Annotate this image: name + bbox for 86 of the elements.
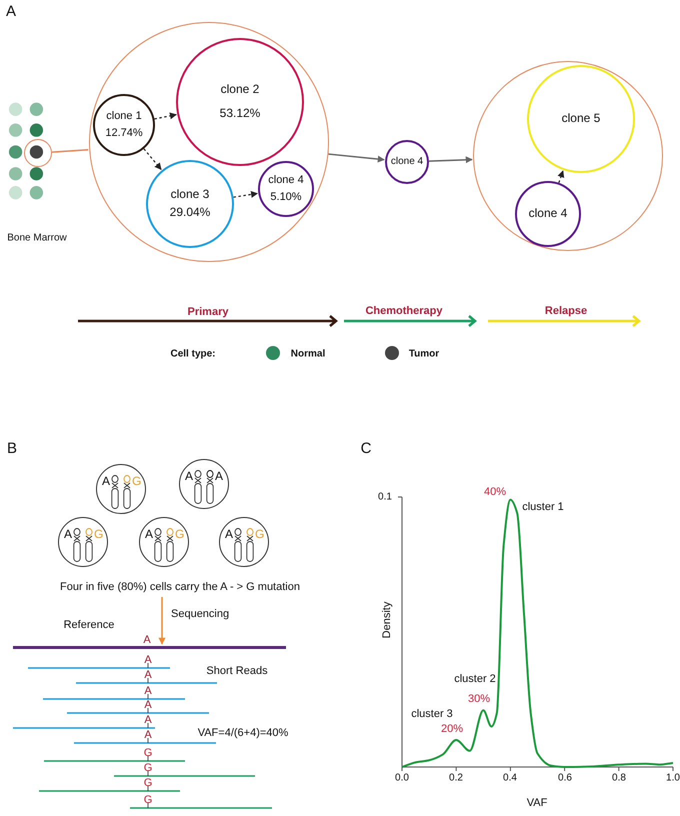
clone-percentage: 53.12% [220,107,260,121]
allele-letter: G [175,528,184,540]
base-letter: G [144,746,152,760]
tick-label: 0.8 [612,772,626,784]
peak-value-label: 30% [468,692,490,706]
clone-circle [527,65,635,173]
highlight-ring [24,139,52,167]
clone-name: clone 4 [268,174,304,187]
clone-name: clone 1 [106,110,142,123]
cell-circle [219,517,269,567]
arrow [158,597,166,645]
allele-letter: A [185,470,194,482]
cell-circle [179,459,229,509]
clone-percentage: 29.04% [170,206,210,220]
caption: Bone Marrow [7,232,67,244]
allele-letter: A [145,528,154,540]
allele-letter: A [64,528,72,540]
panel-letter: B [7,440,17,458]
clone-name: clone 4 [390,156,424,168]
base-letter: A [143,634,151,646]
line-label: Reference [64,618,114,632]
legend-label: Tumor [408,348,440,360]
cluster-label: cluster 1 [522,500,564,514]
allele-letter: G [132,475,142,487]
base-letter: G [144,762,152,774]
phase-label: Relapse [544,304,588,318]
clone-percentage: 12.74% [105,127,143,140]
allele-letter: A [102,475,110,487]
cluster-label: cluster 3 [411,708,453,720]
axis-title: Density [380,602,394,638]
base-letter: A [144,714,152,726]
allele-letter: A [215,470,224,482]
edge-label: Sequencing [170,608,230,620]
description-text: Four in five (80%) cells carry the A - > G mutation [60,581,300,594]
allele-letter: A [225,528,234,540]
clone-percentage: 5.10% [270,191,302,204]
tick-label: 1.0 [666,772,680,784]
clone-circle [385,140,429,184]
clone-circle [515,181,581,247]
clone-name: clone 4 [528,207,568,221]
panel-letter: A [6,4,16,20]
cell-circle [58,517,108,567]
reference-line [13,646,286,649]
arrow [428,156,473,164]
arrow [328,153,385,163]
base-letter: A [144,668,152,682]
axis-value-label: 0.1 [378,492,392,502]
allele-letter: G [255,528,264,540]
base-letter: A [144,684,152,698]
arrow [143,148,162,170]
panel-letter: C [360,440,372,458]
base-letter: A [144,654,152,666]
arrow [154,112,177,120]
axis-title: VAF [526,796,548,810]
tick-label: 0.0 [395,772,409,784]
population-circle [89,22,329,262]
tick-label: 0.6 [558,772,572,784]
phase-label: Primary [188,306,228,318]
cell-circle [139,517,189,567]
base-letter: A [144,728,152,742]
formula-text: VAF=4/(6+4)=40% [198,726,288,740]
base-letter: A [144,698,152,712]
line-label: Short Reads [206,664,268,678]
base-letter: G [144,794,152,806]
clone-circle [176,38,304,166]
tick-label: 0.4 [503,772,517,784]
clone-circle [146,160,234,248]
arrow [558,170,564,184]
arrow [233,191,258,198]
clone-circle [258,161,314,217]
clone-name: clone 2 [220,83,260,97]
base-letter: G [144,776,152,790]
peak-value-label: 40% [484,486,506,498]
clone-name: clone 3 [170,188,210,202]
cell-circle [96,464,146,514]
population-circle [473,61,663,251]
allele-letter: G [94,528,104,540]
connector-line [52,149,88,153]
phase-label: Chemotherapy [365,304,443,318]
legend-title: Cell type: [170,348,216,360]
clone-circle [93,94,155,156]
peak-value-label: 20% [440,722,464,736]
clone-name: clone 5 [562,112,600,126]
tick-label: 0.2 [449,772,463,784]
cluster-label: cluster 2 [454,672,496,686]
legend-label: Normal [290,348,326,360]
